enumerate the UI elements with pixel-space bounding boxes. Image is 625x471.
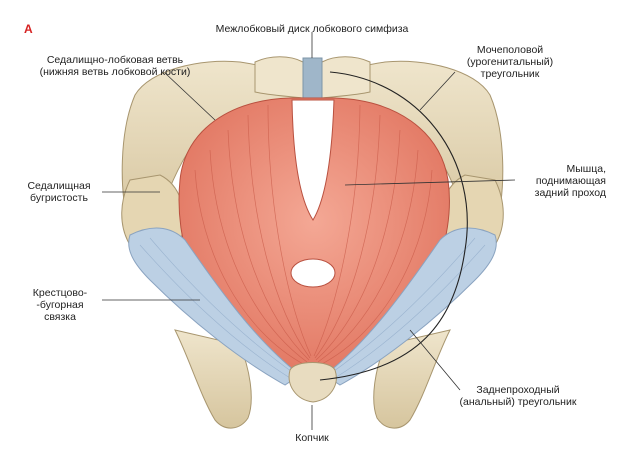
label-ischial-tuberosity-line-1: Седалищная (27, 180, 91, 192)
label-levator-line-3: задний проход (534, 187, 606, 199)
leader-lines (102, 32, 516, 430)
label-levator-line-2: поднимающая (535, 175, 606, 187)
panel-letter: A (24, 22, 33, 36)
label-levator-ani: Мышца, поднимающая задний проход (510, 163, 606, 199)
triangle-boundary (319, 71, 468, 381)
label-ischial-tuberosity: Седалищная бугристость (18, 180, 100, 204)
label-urogenital-triangle: Мочеполовой (урогенитальный) треугольник (450, 44, 570, 80)
label-sacrotuberous-line-1: Крестцово- (32, 287, 88, 299)
label-urogenital-line-2: (урогенитальный) (466, 56, 554, 68)
symphysis-disc (302, 57, 323, 101)
label-sacrotuberous-ligament: Крестцово- -бугорная связка (20, 287, 100, 323)
label-anal-triangle: Заднепроходный (анальный) треугольник (448, 384, 588, 408)
label-ischiopubic-ramus: Седалищно-лобковая ветвь (нижняя ветвь л… (20, 54, 210, 78)
label-levator-line-1: Мышца, (566, 163, 607, 175)
label-ischiopubic-ramus-line-2: (нижняя ветвь лобковой кости) (39, 66, 191, 78)
label-sacrotuberous-line-3: связка (44, 311, 76, 323)
label-symphysis-disc: Межлобковый диск лобкового симфиза (215, 23, 409, 35)
coccyx-bone (288, 362, 337, 403)
label-anal-triangle-line-1: Заднепроходный (476, 384, 560, 396)
label-ischial-tuberosity-line-2: бугристость (30, 192, 88, 204)
label-urogenital-line-3: треугольник (480, 68, 540, 80)
label-urogenital-line-1: Мочеполовой (476, 44, 544, 56)
label-anal-triangle-line-2: (анальный) треугольник (459, 396, 577, 408)
label-sacrotuberous-line-2: -бугорная (36, 299, 84, 311)
label-ischiopubic-ramus-line-1: Седалищно-лобковая ветвь (46, 54, 184, 66)
label-coccyx: Копчик (295, 432, 329, 444)
sacrotuberous-ligament (128, 227, 497, 386)
levator-ani-muscle (178, 97, 450, 373)
